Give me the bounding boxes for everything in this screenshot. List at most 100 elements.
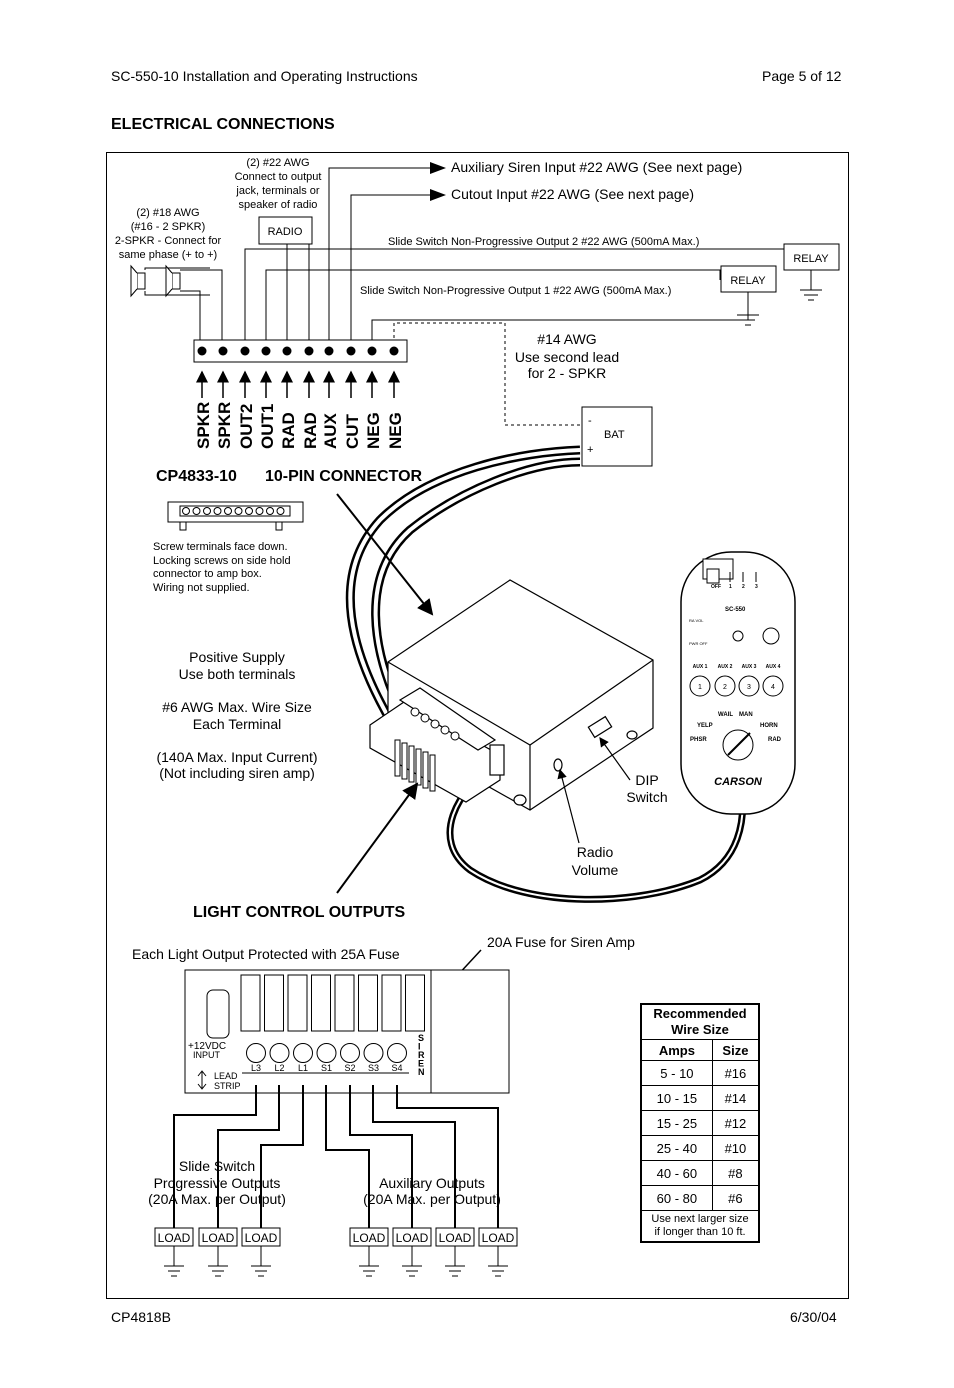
connector-icon [167,501,304,531]
board-lead-2: STRIP [214,1081,241,1091]
connector-pin-icon [266,507,274,515]
document-header-title: SC-550-10 Installation and Operating Ins… [111,68,418,84]
svg-text:same phase (+ to +): same phase (+ to +) [119,249,217,261]
fuse [358,974,378,1032]
aux-button-label: 3 [747,684,751,691]
size-cell: #8 [711,1160,760,1186]
output-terminal [293,1043,313,1063]
size-cell: #14 [711,1085,760,1111]
siren-letter: E [418,1059,424,1069]
switch-label: 3 [755,584,758,590]
connector-note: Screw terminals face down. Locking screw… [153,541,291,594]
pin-label: RAD [279,412,298,449]
output-terminal [387,1043,407,1063]
connector-name: 10-PIN CONNECTOR [265,468,423,485]
amps-cell: 40 - 60 [641,1160,713,1186]
output-lead [396,1097,499,1228]
footer-doc-number: CP4818B [111,1309,171,1325]
svg-text:RAD: RAD [768,737,782,743]
aux-label: AUX 1 [693,664,708,670]
wire-size-table: Recommended Wire Size Amps Size 5 - 10#1… [640,1003,760,1243]
switch-label: OFF [711,584,721,590]
svg-text:connector to amp box.: connector to amp box. [153,568,262,580]
svg-text:PHSR: PHSR [690,737,707,743]
aux-button[interactable] [762,675,784,697]
footer-date: 6/30/04 [790,1309,837,1325]
cutout-input-label: Cutout Input #22 AWG (See next page) [451,186,694,202]
board-input-2: INPUT [193,1050,221,1060]
power-cables [345,445,747,903]
terminal-label: S3 [368,1063,379,1073]
output-terminal [316,1043,337,1063]
slide-outputs-label: Slide Switch Progressive Outputs (20A Ma… [148,1158,286,1207]
radio-wire-note: (2) #22 AWG Connect to output jack, term… [235,157,322,211]
fuse [311,974,331,1032]
aux-button[interactable] [738,675,760,697]
pin-label: SPKR [194,402,213,449]
pin-label: AUX [321,412,340,449]
amp-terminal [394,739,401,777]
switch-label: 1 [729,584,732,590]
terminal-label: S1 [321,1063,332,1073]
load-label: LOAD [353,1231,386,1245]
table-row: 60 - 80#6 [641,1185,760,1211]
table-title: Recommended Wire Size [641,1004,759,1040]
table-header-amps: Amps [641,1039,713,1061]
aux-label: AUX 3 [742,664,757,670]
aux-button-label: 4 [771,684,775,691]
output-lead [217,1097,280,1228]
aux-outputs-label: Auxiliary Outputs (20A Max. per Output) [363,1175,501,1207]
svg-text:Use both terminals: Use both terminals [179,666,296,682]
siren-letter: N [418,1067,425,1077]
connector-pin-icon [192,507,201,515]
aux-input-label: Auxiliary Siren Input #22 AWG (See next … [451,159,742,175]
output-terminal [246,1043,266,1063]
amp-screw [430,719,440,729]
controller-modes: WAIL MAN YELP HORN PHSR RAD [690,712,782,743]
svg-text:(Not including siren amp): (Not including siren amp) [159,765,315,781]
amplifier-box [369,579,654,811]
amp-screw [410,707,420,717]
svg-text:YELP: YELP [697,723,713,729]
battery-positive: + [587,444,593,456]
terminal-label: S4 [391,1063,402,1073]
aux-button[interactable] [689,675,711,697]
load-label: LOAD [158,1231,191,1245]
output-terminal [363,1043,384,1063]
load-label: LOAD [396,1231,429,1245]
aux-label: AUX 4 [766,664,781,670]
terminal-dot [282,346,292,356]
awg14-note: #14 AWG Use second lead for 2 - SPKR [515,331,619,381]
relay-label-2: RELAY [793,253,829,265]
svg-text:Positive Supply: Positive Supply [189,649,285,665]
amps-cell: 5 - 10 [641,1060,713,1086]
svg-text:Screw terminals face down.: Screw terminals face down. [153,541,288,553]
aux-label: AUX 2 [718,664,733,670]
output-terminal [340,1043,360,1063]
table-note: Use next larger size if longer than 10 f… [641,1210,759,1242]
pin-label: NEG [386,412,405,449]
speaker-icons [130,264,181,298]
load-label: LOAD [482,1231,515,1245]
table-row: 10 - 15#14 [641,1085,760,1111]
fuse [334,974,355,1032]
relay-box-2 [783,243,840,271]
aux-button[interactable] [714,675,736,697]
pin-label: SPKR [215,402,234,449]
battery-box [581,406,653,467]
battery-negative: - [588,415,592,427]
siren-letter: S [418,1033,424,1043]
light-control-title: LIGHT CONTROL OUTPUTS [193,904,405,921]
svg-text:Each Terminal: Each Terminal [193,716,281,732]
svg-text:(2) #18 AWG: (2) #18 AWG [136,207,199,219]
terminal-dot [389,346,399,356]
terminal-label: L3 [251,1063,261,1073]
svg-text:(2) #22 AWG: (2) #22 AWG [246,157,309,169]
table-row: 5 - 10#16 [641,1060,760,1086]
battery-label: BAT [604,429,625,441]
terminal-dot [324,346,334,356]
amps-cell: 15 - 25 [641,1110,713,1136]
terminal-strip [193,339,408,363]
